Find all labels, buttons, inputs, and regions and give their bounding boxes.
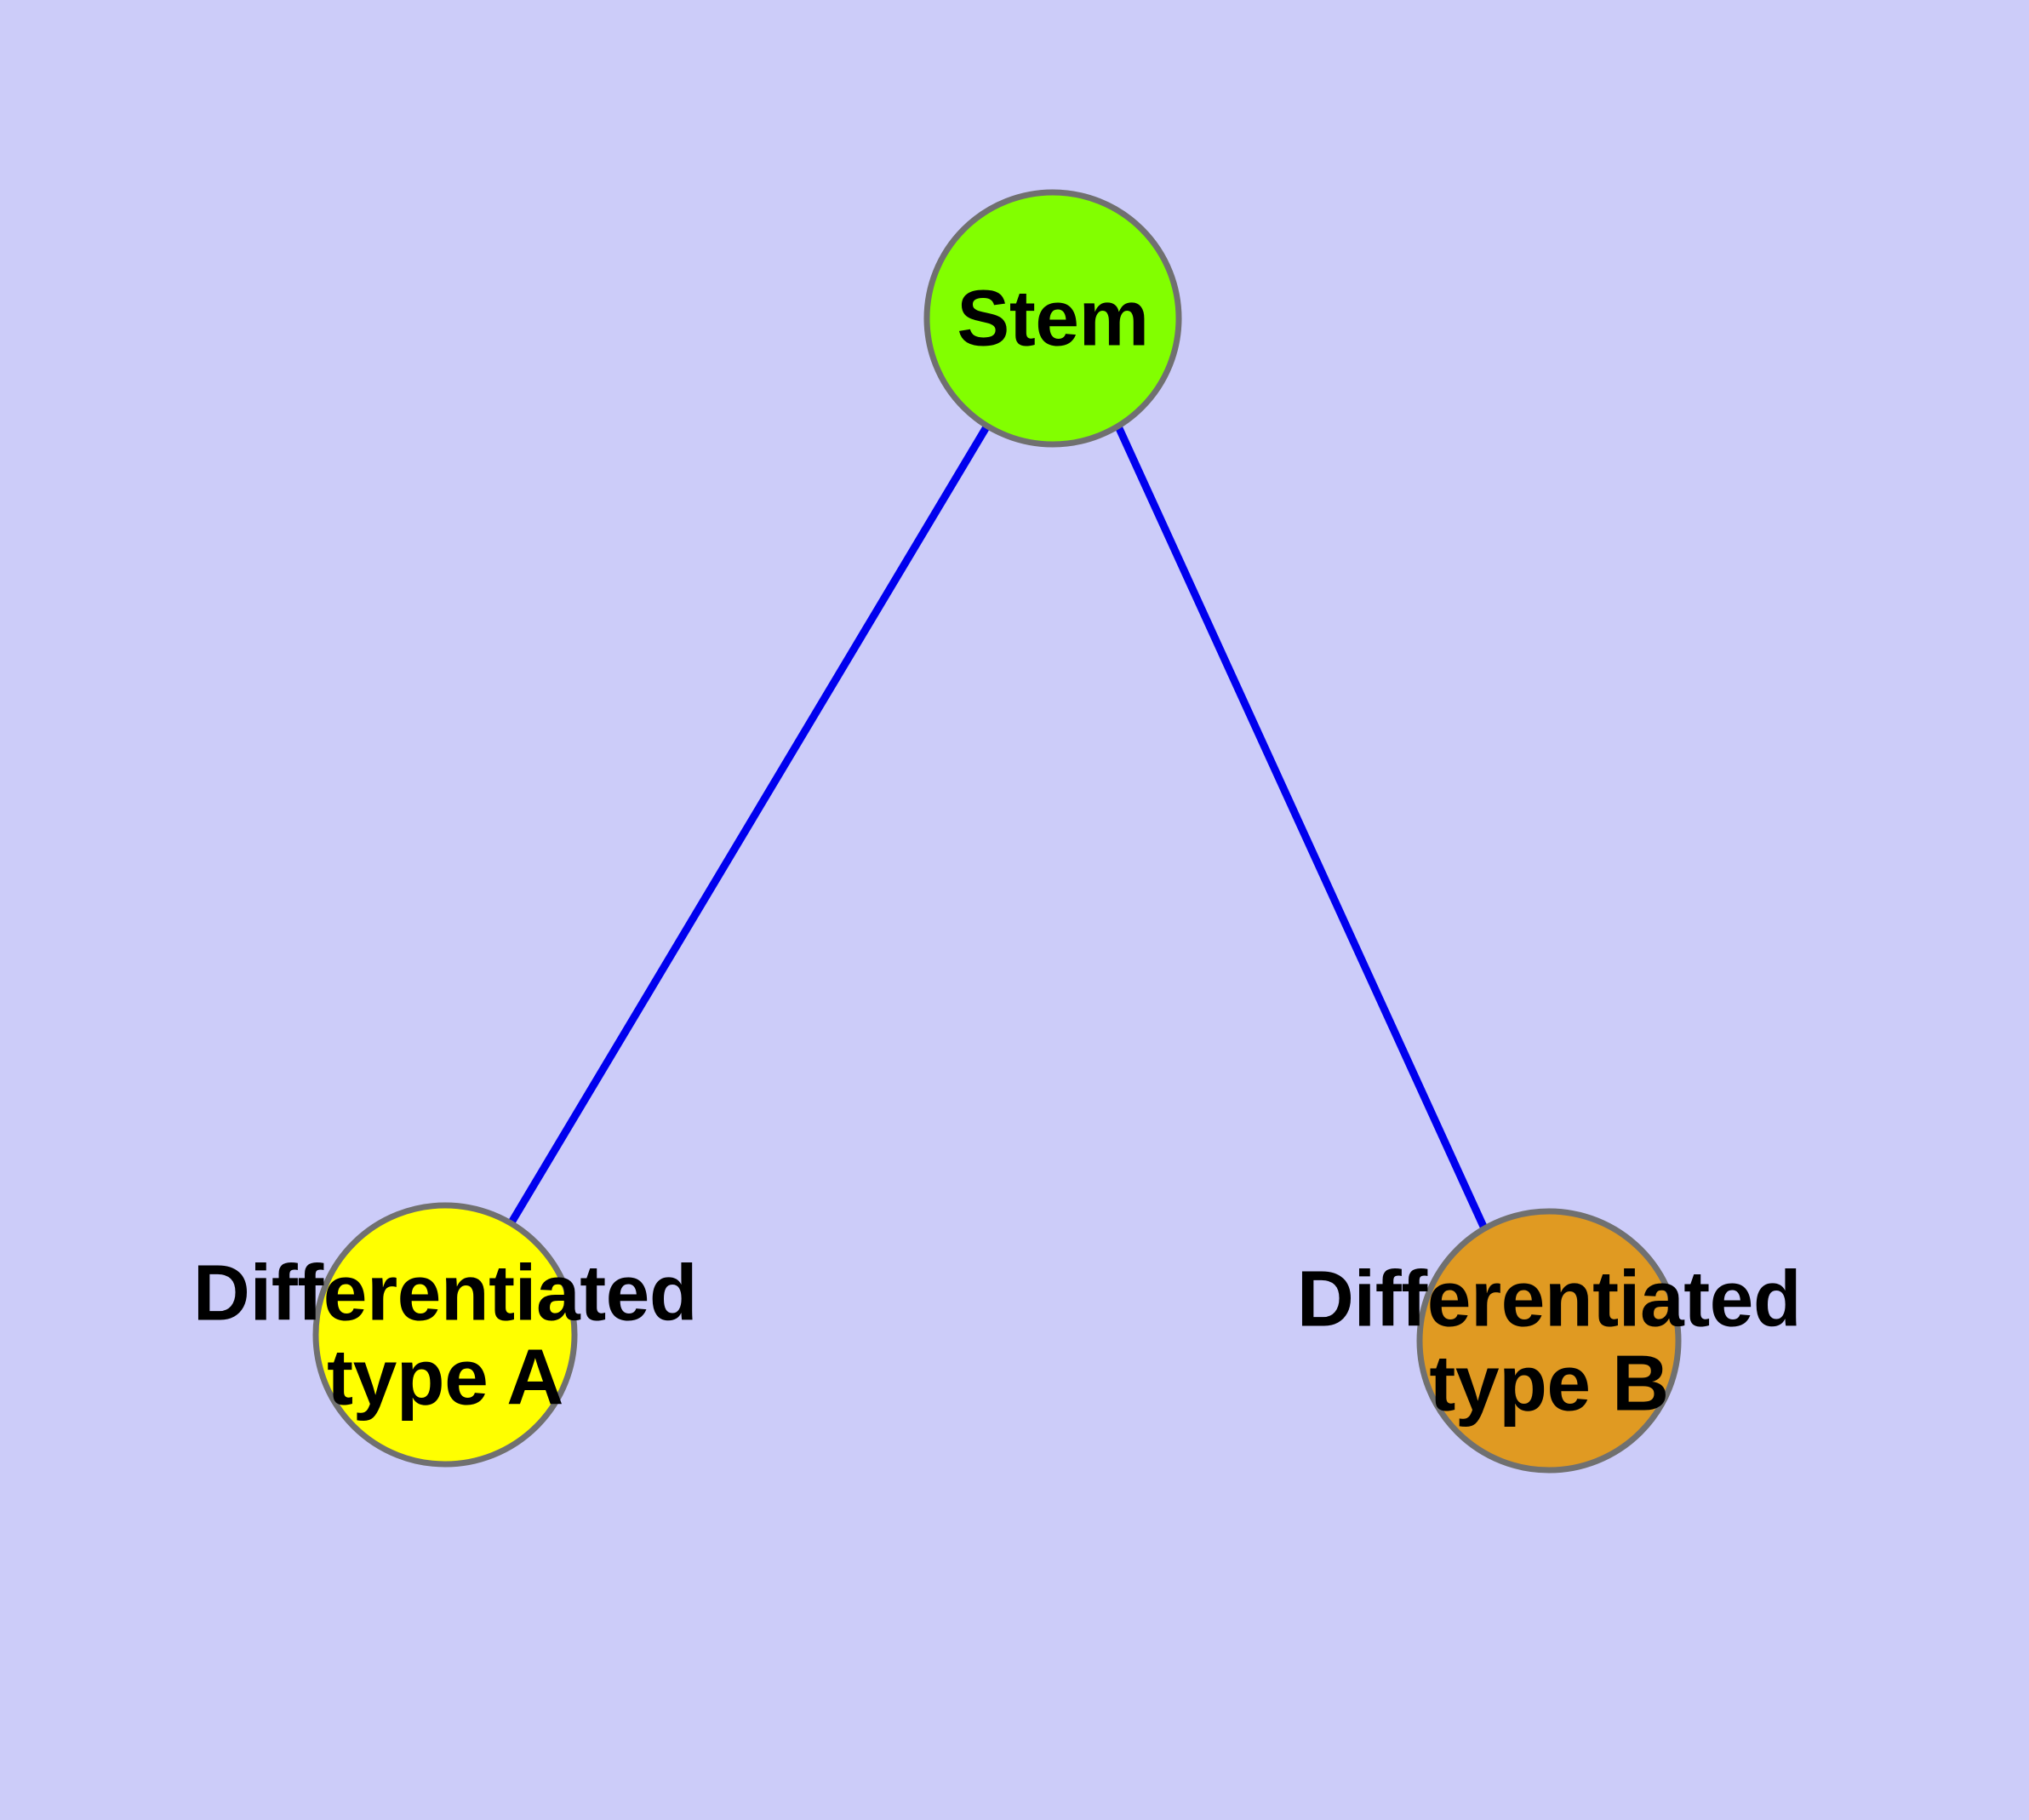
node-circle-diff-b[interactable] xyxy=(1416,1208,1682,1474)
edge-stem-to-diff-a xyxy=(508,423,991,1225)
edges-layer xyxy=(508,423,1489,1230)
nodes-layer xyxy=(312,189,1682,1474)
edge-stem-to-diff-b xyxy=(1114,425,1489,1230)
node-circle-diff-a[interactable] xyxy=(312,1202,578,1468)
node-circle-stem[interactable] xyxy=(923,189,1182,448)
